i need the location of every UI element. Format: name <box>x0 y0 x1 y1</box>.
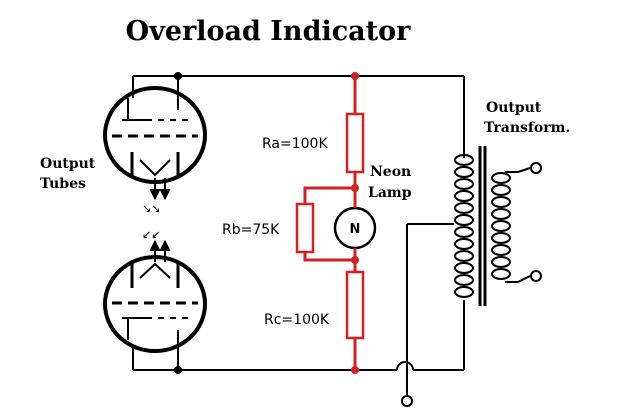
svg-text:↙↙: ↙↙ <box>142 228 160 241</box>
resistor-ra <box>345 112 365 174</box>
output-transformer-label-line2: Transform. <box>484 120 570 136</box>
junction-dot <box>174 366 182 374</box>
secondary-winding <box>491 172 511 280</box>
indicator-circuit <box>295 76 365 370</box>
main-wiring <box>132 75 465 398</box>
output-tubes-label-line1: Output <box>40 156 96 172</box>
secondary-terminal-bottom <box>530 270 542 282</box>
tube-heater-arrows-lower: ↙↙ <box>142 228 171 262</box>
rb-label: Rb=75K <box>222 222 280 238</box>
neon-lamp-label-line2: Lamp <box>368 185 412 201</box>
output-transformer-label-line1: Output <box>486 100 542 116</box>
primary-winding <box>454 154 474 298</box>
rc-label: Rc=100K <box>264 312 330 328</box>
junction-dot <box>351 366 359 374</box>
junction-dot <box>351 184 359 192</box>
junction-dot <box>174 72 182 80</box>
resistor-rb <box>295 202 315 254</box>
output-tube-upper <box>103 86 207 184</box>
output-tube-lower <box>103 255 207 353</box>
lamp-symbol: N <box>350 222 361 237</box>
ra-label: Ra=100K <box>262 136 328 152</box>
svg-text:↘↘: ↘↘ <box>142 202 160 215</box>
diagram-title: Overload Indicator <box>126 16 411 47</box>
center-tap-terminal <box>401 395 413 407</box>
junction-dot <box>351 72 359 80</box>
neon-lamp-label-line1: Neon <box>370 164 411 180</box>
resistor-rc <box>345 270 365 340</box>
tube-heater-arrows-upper: ↘↘ <box>142 178 171 215</box>
output-transformer <box>454 146 531 306</box>
neon-lamp: N <box>333 206 377 250</box>
junction-dot <box>351 256 359 264</box>
output-tubes-label-line2: Tubes <box>40 176 86 192</box>
secondary-terminal-top <box>530 162 542 174</box>
